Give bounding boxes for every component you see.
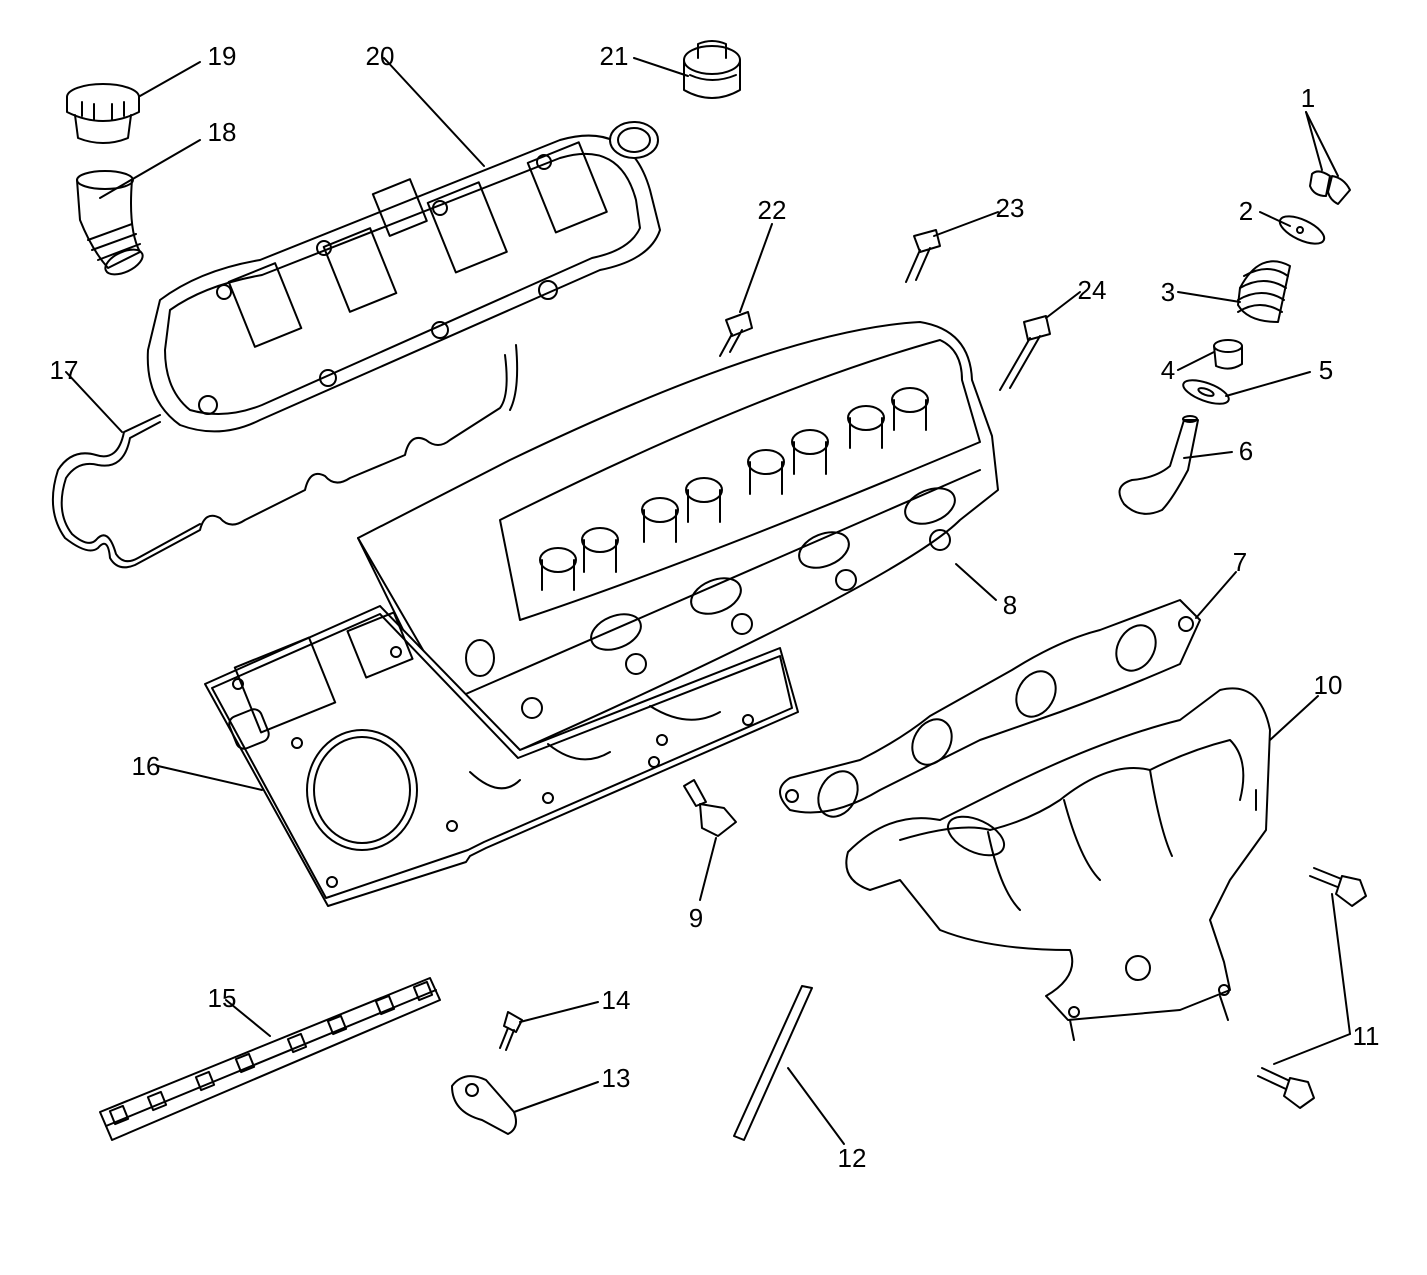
rocker-arm xyxy=(452,1076,516,1134)
callout-9: 9 xyxy=(688,903,704,933)
rocker-arm-bolt xyxy=(500,1012,522,1050)
callout-7: 7 xyxy=(1232,547,1248,577)
callout-1: 1 xyxy=(1300,83,1316,113)
valve-cover-gasket xyxy=(53,345,517,567)
callout-19: 19 xyxy=(207,41,237,71)
callout-16: 16 xyxy=(131,751,161,781)
callout-13: 13 xyxy=(601,1063,631,1093)
bolt-23 xyxy=(906,230,940,282)
callout-3: 3 xyxy=(1160,277,1176,307)
valve-push-rod xyxy=(734,986,812,1140)
valve-keepers xyxy=(1310,171,1350,204)
valve-spring-shim xyxy=(1180,375,1231,408)
exhaust-manifold-gasket xyxy=(780,600,1200,824)
callout-15: 15 xyxy=(207,983,237,1013)
valve-spring-cap xyxy=(1276,211,1328,249)
callout-17: 17 xyxy=(49,355,79,385)
callout-12: 12 xyxy=(837,1143,867,1173)
callout-8: 8 xyxy=(1002,590,1018,620)
callout-22: 22 xyxy=(757,195,787,225)
valve-spring xyxy=(1238,261,1290,322)
manifold-bolt-lower xyxy=(1258,1068,1314,1108)
oil-fill-cap xyxy=(67,84,139,143)
leader-lines xyxy=(65,57,1351,1145)
pcv-valve-sensor xyxy=(684,41,740,98)
callout-10: 10 xyxy=(1313,670,1343,700)
manifold-bolt-upper xyxy=(1310,868,1366,906)
coolant-temperature-sensor xyxy=(684,780,736,836)
callout-18: 18 xyxy=(207,117,237,147)
exhaust-manifold xyxy=(846,688,1270,1040)
bolt-24 xyxy=(1000,316,1050,390)
valve xyxy=(1120,416,1199,514)
valve-rocker-arm-support xyxy=(100,978,440,1140)
callout-23: 23 xyxy=(995,193,1025,223)
bolt-22 xyxy=(720,312,752,356)
cylinder-head-gasket xyxy=(205,606,798,906)
callout-14: 14 xyxy=(601,985,631,1015)
callout-4: 4 xyxy=(1160,355,1176,385)
callout-2: 2 xyxy=(1238,196,1254,226)
callout-5: 5 xyxy=(1318,355,1334,385)
valve-stem-seal xyxy=(1214,340,1242,369)
oil-fill-tube xyxy=(77,171,146,280)
callout-24: 24 xyxy=(1077,275,1107,305)
callout-21: 21 xyxy=(599,41,629,71)
valve-rocker-cover xyxy=(148,122,660,431)
callout-6: 6 xyxy=(1238,436,1254,466)
callout-11: 11 xyxy=(1352,1021,1380,1051)
callout-20: 20 xyxy=(365,41,395,71)
